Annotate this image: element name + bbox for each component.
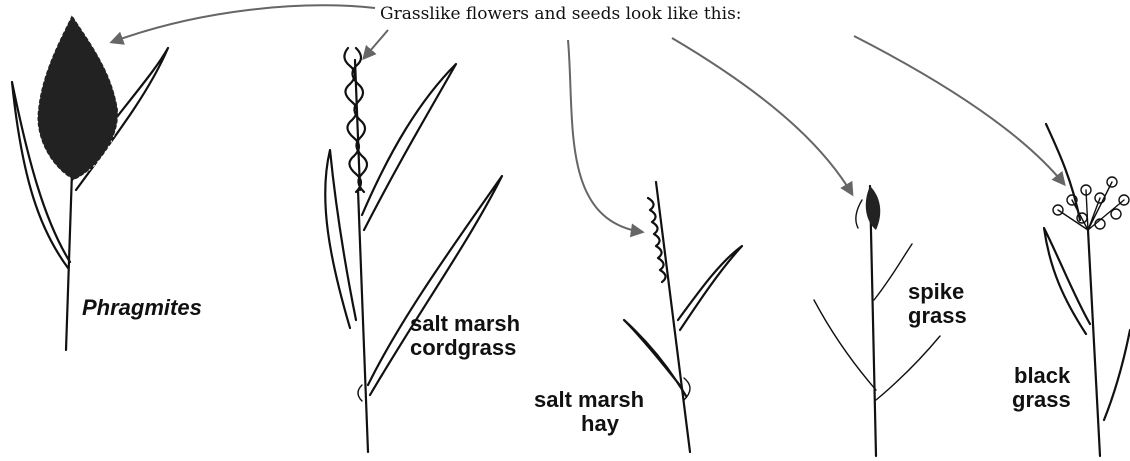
label-phragmites: Phragmites — [82, 296, 202, 320]
cordgrass-leaf-upper-right — [362, 64, 456, 230]
arrow-to-salt-marsh-hay — [568, 40, 642, 232]
spike-grass-leaf-right — [876, 336, 940, 400]
phragmites-plume — [37, 15, 118, 180]
cordgrass-leaf-lower-left — [325, 150, 356, 328]
cordgrass-spike-axis — [355, 60, 360, 190]
label-spike-grass-line2: grass — [908, 304, 967, 328]
hay-leaf-left — [624, 320, 686, 396]
spike-grass-leaf-left — [814, 300, 876, 390]
arrow-to-black-grass — [854, 36, 1064, 184]
label-cordgrass-line2: cordgrass — [410, 336, 516, 360]
hay-node — [684, 378, 690, 400]
hay-leaf-right — [678, 246, 742, 330]
black-grass-leaf-left — [1044, 228, 1090, 334]
cordgrass-stem — [358, 190, 368, 452]
spike-grass-leaf-upper — [874, 244, 912, 300]
label-spike-grass-line1: spike — [908, 280, 964, 304]
label-black-grass-line2: grass — [1012, 388, 1071, 412]
black-grass-stem — [1088, 230, 1100, 456]
arrow-to-cordgrass — [364, 30, 388, 58]
black-grass-leaf-right — [1104, 330, 1130, 420]
hay-stem — [656, 182, 690, 452]
label-hay-line1: salt marsh — [534, 388, 644, 412]
cordgrass-node — [358, 385, 362, 401]
arrow-to-spike-grass — [672, 38, 852, 194]
arrow-to-phragmites — [112, 5, 375, 42]
black-grass-flower-cluster — [1053, 177, 1129, 230]
spike-grass-sheath — [856, 200, 862, 228]
spike-grass-seedhead — [866, 186, 881, 230]
label-black-grass-line1: black — [1014, 364, 1070, 388]
cordgrass-leaf-lower-right — [368, 176, 502, 395]
label-cordgrass-line1: salt marsh — [410, 312, 520, 336]
label-hay-line2: hay — [580, 412, 620, 436]
salt-marsh-cordgrass-drawing — [325, 48, 502, 452]
pointer-arrows — [112, 5, 1064, 232]
